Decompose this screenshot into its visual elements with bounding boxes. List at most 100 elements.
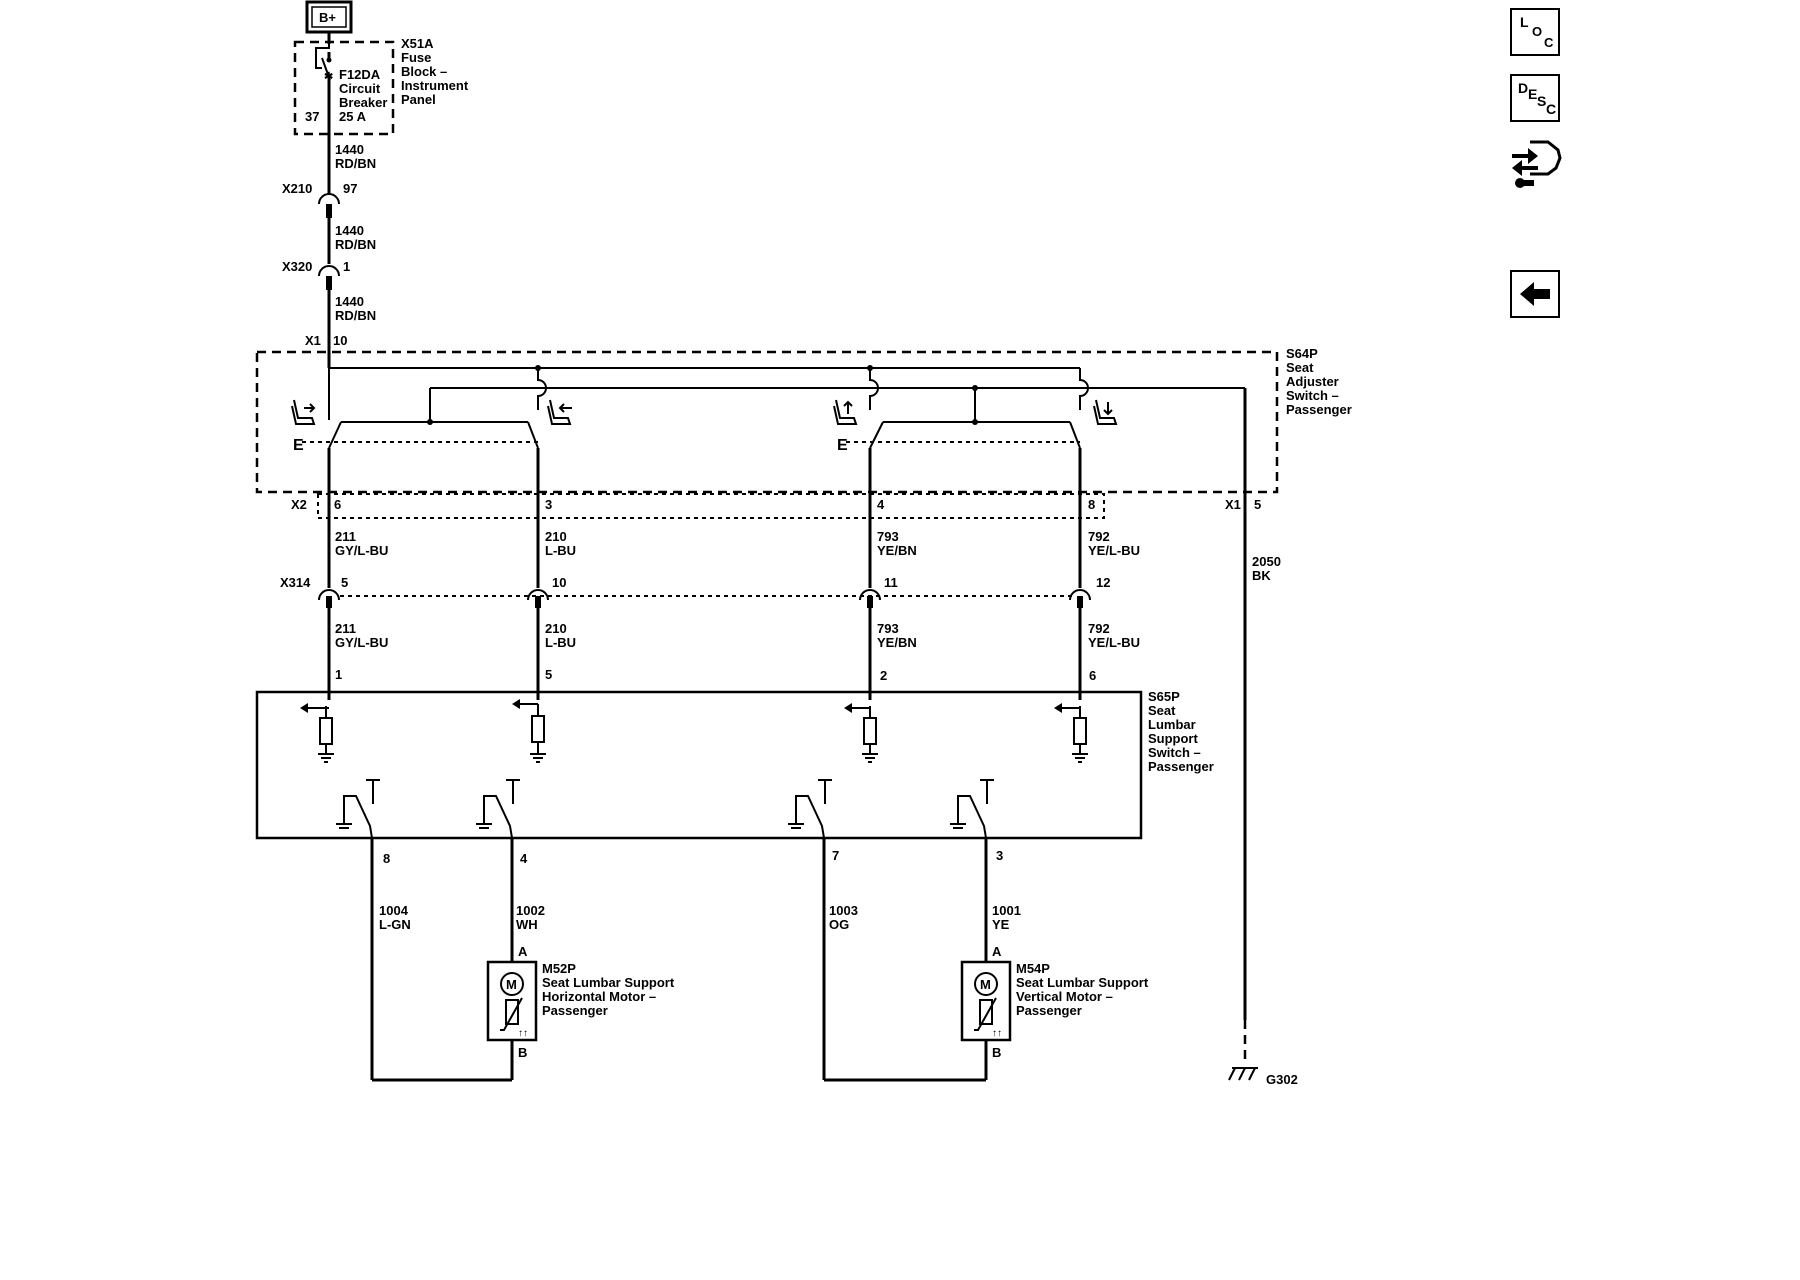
connector-x314-cavities xyxy=(318,589,1091,608)
button-letter: O xyxy=(1532,24,1543,39)
button-letter: C xyxy=(1546,101,1557,117)
lumbar-switch-label-line: Passenger xyxy=(1148,759,1214,774)
wire-color: L-GN xyxy=(379,917,411,932)
seat-adjuster-e-label: E xyxy=(293,437,304,454)
lumbar-switch-outline xyxy=(255,690,1143,840)
seat-adjuster-outline xyxy=(255,350,1279,494)
seat-adjuster-label-line: Adjuster xyxy=(1286,374,1339,389)
fuse-block-outline xyxy=(293,40,395,136)
wire-color: YE xyxy=(992,917,1010,932)
connector-x2-outline xyxy=(317,493,1105,519)
x314-pin: 5 xyxy=(341,575,348,590)
motor-label-line: Passenger xyxy=(542,1003,608,1018)
wire-color: GY/L-BU xyxy=(335,543,388,558)
feed-wire-color: RD/BN xyxy=(335,156,376,171)
fuse-block-label-line: Block – xyxy=(401,64,447,79)
x314-pin: 10 xyxy=(552,575,566,590)
lumbar-switch-label-line: Lumbar xyxy=(1148,717,1196,732)
s65p-pin: 3 xyxy=(996,848,1003,863)
switch-wire-1: 6 211 GY/L-BU 5 211 GY/L-BU 1 xyxy=(334,497,388,682)
wire-circuit: 792 xyxy=(1088,529,1110,544)
wire-circuit: 1001 xyxy=(992,903,1021,918)
back-arrow-icon xyxy=(1520,282,1550,306)
s65p-pin: 7 xyxy=(832,848,839,863)
connector-view-icon xyxy=(1512,140,1562,188)
s65p-pin: 5 xyxy=(545,667,552,682)
location-button[interactable]: L O C xyxy=(1510,8,1560,56)
wire-circuit: 1003 xyxy=(829,903,858,918)
wire-circuit: 210 xyxy=(545,621,567,636)
connector-x210: X210 97 xyxy=(282,181,357,218)
wire-color: YE/BN xyxy=(877,635,917,650)
seat-adjuster-label-line: Passenger xyxy=(1286,402,1352,417)
lumbar-switch-name: S65P xyxy=(1148,689,1180,704)
wire-color: L-BU xyxy=(545,543,576,558)
button-letter: L xyxy=(1520,14,1529,30)
feed-wire-circuit: 1440 xyxy=(335,294,364,309)
input-sense-circuit xyxy=(1054,703,1088,763)
input-sense-circuit xyxy=(512,699,546,763)
lumbar-switch-label-line: Switch – xyxy=(1148,745,1201,760)
motor-wire-4: 3 1001 YE xyxy=(992,848,1021,932)
connector-name: X2 xyxy=(291,497,307,512)
connector-pin: 1 xyxy=(343,259,350,274)
motor-pin: B xyxy=(518,1045,527,1060)
wire-color: OG xyxy=(829,917,849,932)
wire-color: YE/BN xyxy=(877,543,917,558)
output-switch-contact xyxy=(788,779,832,839)
ground-wire-circuit: 2050 xyxy=(1252,554,1281,569)
wire-circuit: 211 xyxy=(335,621,356,636)
motor-pin: A xyxy=(992,944,1002,959)
motor-symbol: M xyxy=(506,977,517,992)
battery-power-symbol: B+ xyxy=(305,0,353,34)
x2-pin: 8 xyxy=(1088,497,1095,512)
motor-label-line: Vertical Motor – xyxy=(1016,989,1113,1004)
connector-name: X1 xyxy=(1225,497,1241,512)
wire-color: WH xyxy=(516,917,538,932)
connector-x320: X320 1 xyxy=(282,259,350,290)
wire-circuit: 793 xyxy=(877,529,899,544)
motor-label-line: Seat Lumbar Support xyxy=(1016,975,1149,990)
wire-color: YE/L-BU xyxy=(1088,543,1140,558)
fuse-block-label-line: Fuse xyxy=(401,50,431,65)
switch-wire-4: 8 792 YE/L-BU 12 792 YE/L-BU 6 xyxy=(1088,497,1140,683)
button-letter: C xyxy=(1544,35,1554,50)
circuit-breaker-symbol: ✱ xyxy=(315,44,333,83)
motor-m52p: M ↑↑ A B M52P Seat Lumbar Support Horizo… xyxy=(486,944,675,1060)
button-letter: D xyxy=(1518,80,1529,96)
motor-symbol: M xyxy=(980,977,991,992)
motor-pin: B xyxy=(992,1045,1001,1060)
fuse-block-label-line: Instrument xyxy=(401,78,469,93)
seat-adjuster-e-label: E xyxy=(837,437,848,454)
wire-circuit: 792 xyxy=(1088,621,1110,636)
wire-circuit: 210 xyxy=(545,529,567,544)
button-letter: S xyxy=(1537,93,1547,109)
x2-pin: 6 xyxy=(334,497,341,512)
breaker-name: F12DA xyxy=(339,67,381,82)
input-sense-circuit xyxy=(844,703,878,763)
s65p-pin: 6 xyxy=(1089,668,1096,683)
motor-wire-1: 8 1004 L-GN xyxy=(379,851,411,932)
output-switch-contact xyxy=(476,779,520,839)
x2-pin: 4 xyxy=(877,497,885,512)
fuse-block-label-line: Panel xyxy=(401,92,436,107)
seat-icon xyxy=(291,399,316,425)
x314-pin: 11 xyxy=(884,575,898,590)
wire-circuit: 793 xyxy=(877,621,899,636)
description-button[interactable]: D E S C xyxy=(1510,74,1560,122)
motor-name: M54P xyxy=(1016,961,1050,976)
power-label: B+ xyxy=(319,10,336,25)
position-sensor-arrows: ↑↑ xyxy=(992,1028,1002,1039)
fuse-block-name: X51A xyxy=(401,36,434,51)
seat-adjuster-label-line: Switch – xyxy=(1286,388,1339,403)
connector-view-button[interactable] xyxy=(1508,136,1564,194)
back-button[interactable] xyxy=(1510,270,1560,318)
feed-wire-color: RD/BN xyxy=(335,237,376,252)
feed-wire-circuit: 1440 xyxy=(335,142,364,157)
seat-icon xyxy=(1093,399,1118,425)
wire-circuit: 211 xyxy=(335,529,356,544)
ground-name: G302 xyxy=(1266,1072,1298,1087)
s65p-pin: 8 xyxy=(383,851,390,866)
button-letter: E xyxy=(1528,86,1538,102)
wiring-diagram: B+ ✱ X51A Fuse Block – Instrument Panel … xyxy=(255,0,1352,1087)
